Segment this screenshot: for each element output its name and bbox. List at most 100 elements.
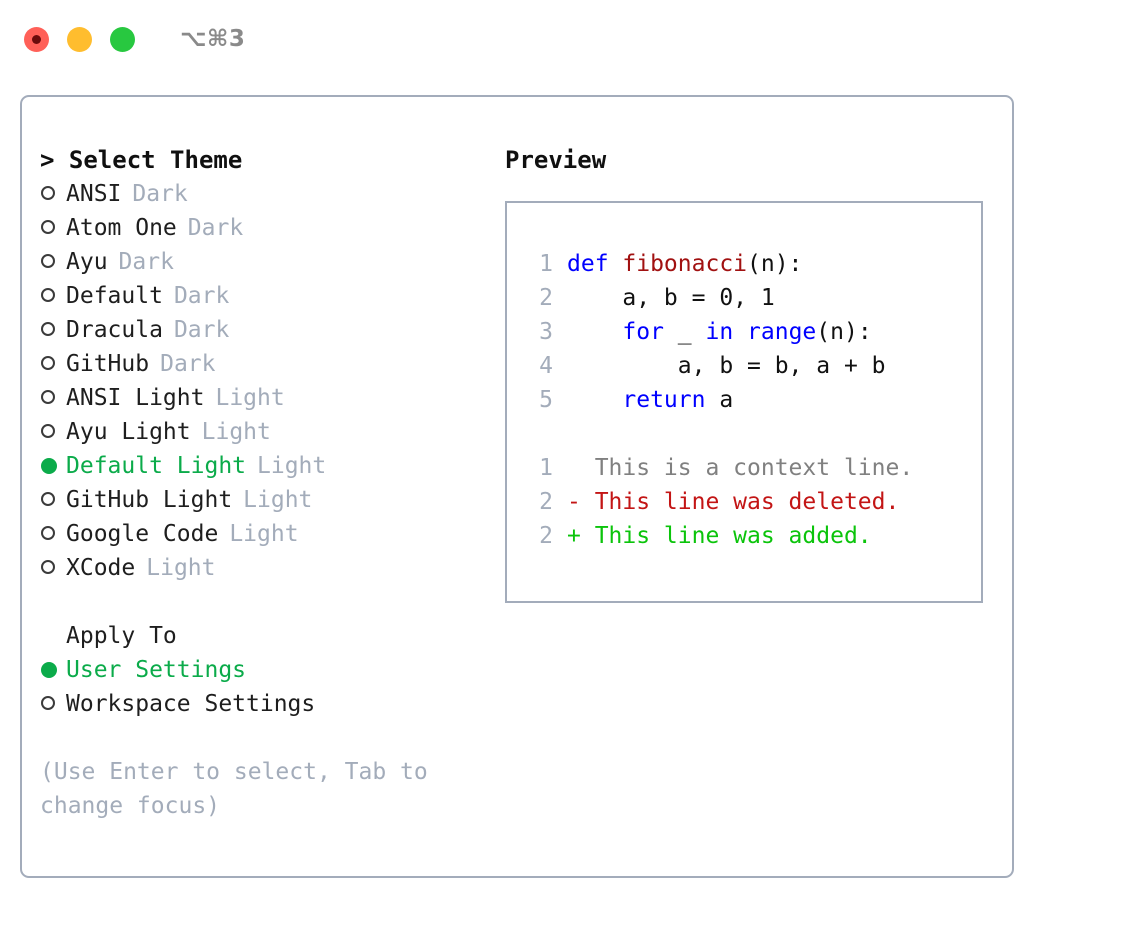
list-spacer (40, 585, 492, 619)
theme-option-label: XCode (66, 555, 136, 581)
line-number: 1 (539, 455, 553, 481)
apply-to-heading: Apply To (66, 623, 177, 649)
theme-option-label: GitHub (66, 351, 150, 377)
theme-category-tag: Dark (187, 215, 244, 241)
line-number: 5 (539, 387, 553, 413)
theme-option-8[interactable]: Default Light Light (40, 449, 492, 483)
theme-category-tag: Dark (173, 317, 230, 343)
theme-option-label: ANSI Light (66, 385, 205, 411)
theme-option-6[interactable]: ANSI Light Light (40, 381, 492, 415)
theme-option-7[interactable]: Ayu Light Light (40, 415, 492, 449)
code-token-kw: range (747, 319, 817, 345)
theme-option-label: Google Code (66, 521, 219, 547)
recording-indicator-icon (32, 34, 41, 44)
theme-option-9[interactable]: GitHub Light Light (40, 483, 492, 517)
theme-option-10[interactable]: Google Code Light (40, 517, 492, 551)
line-number: 1 (539, 251, 553, 277)
theme-category-tag: Light (215, 385, 285, 411)
code-token-txt: _ (663, 319, 706, 345)
code-line-2: 2 a, b = 0, 1 (525, 281, 981, 315)
theme-category-tag: Dark (118, 249, 174, 275)
minimize-button[interactable] (67, 26, 92, 52)
diff-line-add: 2 + This line was added. (525, 519, 981, 553)
apply-to-option-0[interactable]: User Settings (40, 653, 492, 687)
code-token-txt: a, b = b, a + b (567, 353, 886, 379)
code-token-kw: in (705, 319, 734, 345)
code-token-txt: (n): (816, 319, 872, 345)
code-token-txt (733, 319, 747, 345)
theme-option-2[interactable]: Ayu Dark (40, 245, 492, 279)
theme-option-label: Dracula (66, 317, 163, 343)
keyboard-shortcut-label: ⌥⌘3 (180, 26, 246, 52)
theme-category-tag: Light (201, 419, 271, 445)
line-number: 2 (539, 489, 553, 515)
radio-glyph (41, 288, 55, 302)
diff-text: This is a context line. (567, 455, 914, 481)
code-token-kw: return (622, 387, 706, 413)
line-number: 2 (539, 285, 553, 311)
theme-option-5[interactable]: GitHub Dark (40, 347, 492, 381)
diff-sample: 1 This is a context line.2- This line wa… (525, 451, 981, 553)
radio-glyph (41, 390, 55, 404)
theme-category-tag: Light (243, 487, 313, 513)
code-token-txt (567, 319, 622, 345)
theme-category-tag: Dark (160, 351, 216, 377)
preview-heading: Preview (505, 146, 607, 174)
theme-option-label: Atom One (66, 215, 177, 241)
theme-category-tag: Dark (173, 283, 230, 309)
radio-glyph (41, 458, 57, 474)
theme-category-tag: Light (229, 521, 299, 547)
radio-glyph (41, 356, 55, 370)
code-line-5: 5 return a (525, 383, 981, 417)
theme-option-label: Ayu (66, 249, 108, 275)
theme-option-label: ANSI (66, 181, 122, 207)
diff-line-ctx: 1 This is a context line. (525, 451, 981, 485)
apply-to-option-label: Workspace Settings (66, 691, 316, 717)
close-button[interactable] (24, 26, 49, 52)
code-token-fn: fibonacci (622, 251, 748, 277)
theme-option-label: Default (66, 283, 163, 309)
apply-to-option-1[interactable]: Workspace Settings (40, 687, 492, 721)
code-token-txt: (n): (747, 251, 803, 277)
theme-category-tag: Light (257, 453, 327, 479)
code-line-3: 3 for _ in range(n): (525, 315, 981, 349)
radio-glyph (41, 186, 55, 200)
diff-text: + This line was added. (567, 523, 872, 549)
theme-option-label: GitHub Light (66, 487, 233, 513)
code-token-kw: for (622, 319, 664, 345)
maximize-button[interactable] (110, 26, 135, 52)
code-token-txt: a (705, 387, 734, 413)
keyboard-hint-text: (Use Enter to select, Tab to change focu… (40, 759, 442, 819)
theme-option-label: Ayu Light (66, 419, 191, 445)
radio-glyph (41, 254, 55, 268)
apply-to-option-label: User Settings (66, 657, 247, 683)
radio-glyph (41, 560, 55, 574)
radio-glyph (41, 322, 55, 336)
line-number: 4 (539, 353, 553, 379)
theme-option-label: Default Light (66, 453, 247, 479)
radio-glyph (41, 696, 55, 710)
select-theme-heading: > Select Theme (40, 146, 243, 174)
code-line-4: 4 a, b = b, a + b (525, 349, 981, 383)
code-diff-gap (525, 417, 981, 451)
radio-glyph (41, 662, 57, 678)
theme-option-1[interactable]: Atom One Dark (40, 211, 492, 245)
line-number: 2 (539, 523, 553, 549)
theme-option-4[interactable]: Dracula Dark (40, 313, 492, 347)
title-bar: ⌥⌘3 (0, 0, 1140, 78)
theme-option-3[interactable]: Default Dark (40, 279, 492, 313)
code-token-txt (567, 387, 622, 413)
radio-glyph (41, 424, 55, 438)
traffic-lights (24, 26, 135, 52)
